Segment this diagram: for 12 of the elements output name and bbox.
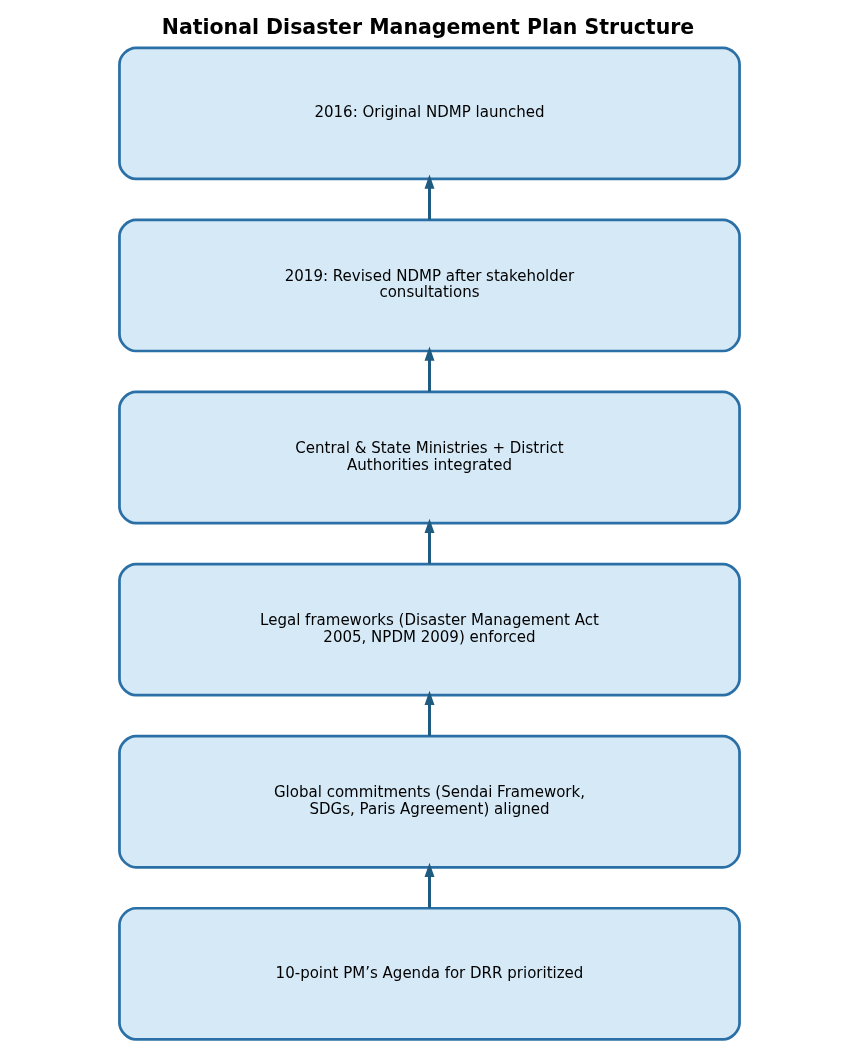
node-box: Central & State Ministries + District Authorities integrated <box>117 390 741 525</box>
arrow <box>424 346 434 392</box>
arrow <box>424 862 434 908</box>
node-box: 10-point PM’s Agenda for DRR prioritized <box>117 906 741 1041</box>
arrow <box>424 518 434 564</box>
arrow <box>424 174 434 220</box>
node-box: 2019: Revised NDMP after stakeholder consultations <box>117 218 741 353</box>
node-box: 2016: Original NDMP launched <box>117 46 741 181</box>
diagram-title: National Disaster Management Plan Structure <box>161 15 694 40</box>
node-box: Legal frameworks (Disaster Management Act 2005, NPDM 2009) enforced <box>117 562 741 697</box>
arrow <box>424 690 434 736</box>
node-box: Global commitments (Sendai Framework, SDGs, Paris Agreement) aligned <box>117 734 741 869</box>
